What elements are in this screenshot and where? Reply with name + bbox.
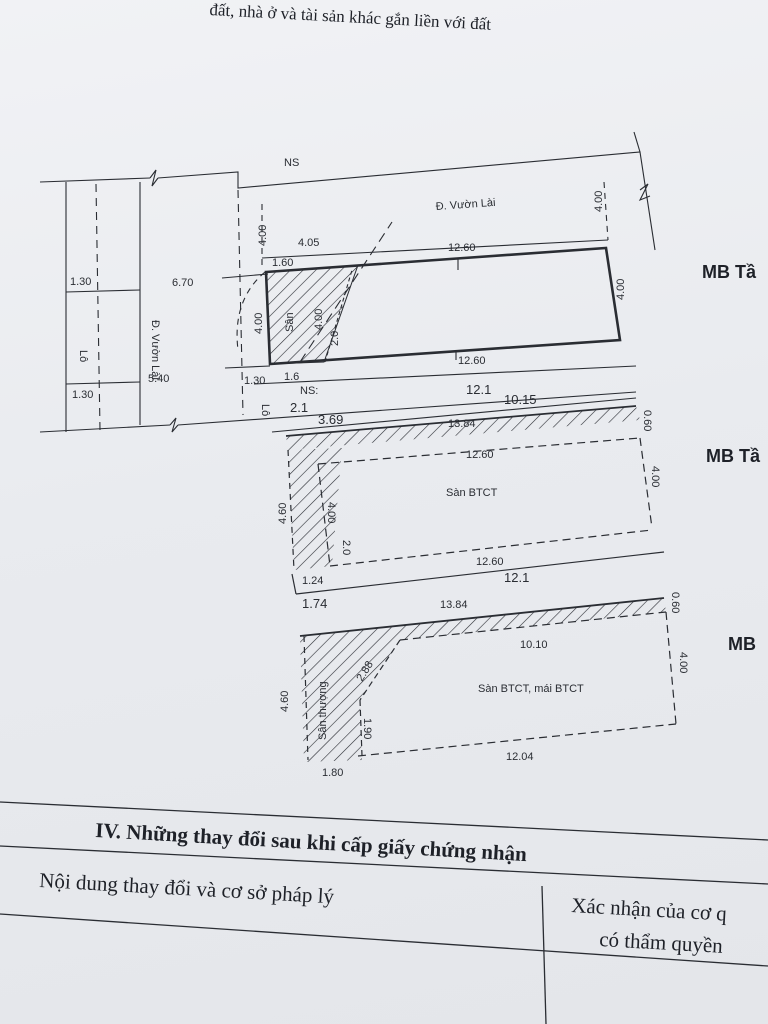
street-top-label: Đ. Vườn Lài	[435, 197, 496, 213]
svg-text:4.60: 4.60	[279, 691, 291, 712]
svg-text:4.00: 4.00	[313, 309, 325, 330]
svg-text:12.04: 12.04	[506, 751, 534, 763]
svg-text:Lô: Lô	[259, 404, 271, 416]
svg-text:1.30: 1.30	[244, 375, 265, 387]
svg-text:4.00: 4.00	[615, 279, 627, 300]
svg-text:1.6: 1.6	[284, 371, 299, 383]
svg-text:4.05: 4.05	[298, 237, 319, 249]
svg-text:3.69: 3.69	[318, 412, 343, 427]
svg-text:4.00: 4.00	[649, 466, 661, 487]
svg-text:2.0: 2.0	[340, 540, 352, 555]
second-floor-dimensions: 13.84 0.60 12.60 Sàn BTCT 4.00 4.60 4.00…	[277, 410, 661, 611]
street-side-label: Đ. Vườn Lài	[149, 320, 161, 380]
site-dimensions: NS Đ. Vườn Lài 4.00 4.05 12.60 4.00 1.60…	[70, 157, 627, 427]
terrace-label: Sân thượng	[317, 681, 329, 740]
third-floor-label: Sàn BTCT, mái BTCT	[478, 683, 584, 695]
svg-text:12.1: 12.1	[466, 382, 491, 397]
svg-text:1.74: 1.74	[302, 596, 327, 611]
svg-text:1.30: 1.30	[70, 276, 91, 288]
svg-text:13.84: 13.84	[448, 418, 476, 430]
ns-top-label: NS	[284, 157, 299, 169]
svg-text:1.24: 1.24	[302, 575, 323, 587]
svg-text:0.60: 0.60	[669, 592, 681, 613]
changes-table-lines	[0, 801, 768, 1024]
site-plan	[39, 131, 656, 433]
svg-text:2.1: 2.1	[290, 400, 308, 415]
svg-text:4.00: 4.00	[325, 502, 337, 523]
svg-text:4.00: 4.00	[257, 225, 269, 246]
ns-bottom-label: NS:	[300, 385, 318, 397]
svg-text:1.30: 1.30	[72, 389, 93, 401]
svg-text:10.15: 10.15	[504, 392, 537, 407]
third-floor-plan	[299, 597, 677, 762]
second-floor-label: Sàn BTCT	[446, 487, 498, 499]
svg-text:10.10: 10.10	[520, 639, 548, 651]
svg-text:1.60: 1.60	[272, 257, 293, 269]
yard-label: Sân	[284, 312, 296, 332]
svg-text:4.00: 4.00	[677, 652, 689, 673]
alley-label: Lô	[77, 350, 89, 362]
floor-label-second: MB Tầ	[706, 446, 760, 466]
svg-text:12.60: 12.60	[466, 449, 494, 461]
svg-text:0.60: 0.60	[641, 410, 653, 431]
floor-label-ground: MB Tầ	[702, 262, 756, 282]
svg-text:5.40: 5.40	[148, 373, 169, 385]
svg-text:6.70: 6.70	[172, 277, 193, 289]
svg-text:1.80: 1.80	[322, 767, 343, 779]
second-floor-plan	[285, 405, 665, 595]
svg-text:12.1: 12.1	[504, 570, 529, 585]
floor-label-third: MB	[728, 634, 756, 654]
svg-text:12.60: 12.60	[458, 355, 486, 367]
svg-text:12.60: 12.60	[476, 556, 504, 568]
svg-text:4.00: 4.00	[593, 191, 605, 212]
svg-text:13.84: 13.84	[440, 599, 468, 611]
svg-text:12.60: 12.60	[448, 242, 476, 254]
svg-text:2.0: 2.0	[329, 331, 341, 346]
svg-text:4.60: 4.60	[277, 503, 289, 524]
svg-text:1.90: 1.90	[361, 718, 373, 739]
svg-text:4.00: 4.00	[253, 313, 265, 334]
